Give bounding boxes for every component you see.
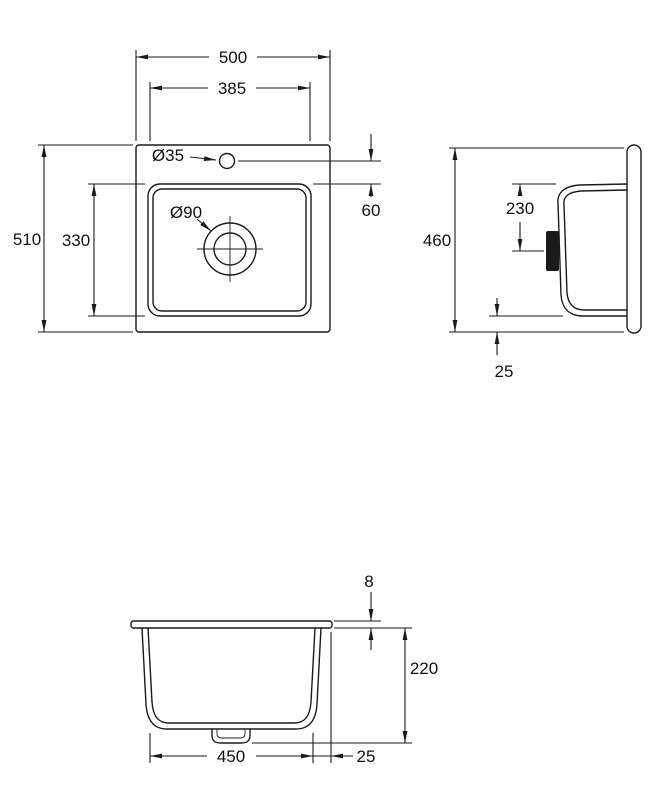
dim-label-tap-hole-diameter: Ø35 <box>152 146 184 165</box>
dim-label-bowl-height: 220 <box>410 659 438 678</box>
dim-overall-width: 500 <box>135 48 331 141</box>
bowl-inner-edge <box>152 188 307 312</box>
dim-overall-depth: 510 <box>13 144 133 333</box>
dim-tap-to-bowl: 60 <box>238 134 381 220</box>
dim-inner-width: 385 <box>149 79 311 141</box>
side-bowl-inner <box>563 189 628 311</box>
front-drain-outer <box>211 728 251 744</box>
dim-label-mounting-depth: 460 <box>423 231 451 250</box>
dim-side-margin: 25 <box>313 632 375 766</box>
dim-label-overall-width: 500 <box>219 48 247 67</box>
front-bowl-outer <box>141 627 322 730</box>
leader-line <box>196 218 212 232</box>
dim-label-base-width: 450 <box>217 747 245 766</box>
callout-tap-hole: Ø35 <box>152 146 217 165</box>
dim-label-side-margin: 25 <box>357 747 376 766</box>
dim-label-inner-width: 385 <box>218 79 246 98</box>
dim-label-drain-diameter: Ø90 <box>170 203 202 222</box>
side-drain-boss <box>546 231 559 271</box>
leader-line <box>189 156 217 162</box>
dim-label-bowl-depth: 330 <box>62 231 90 250</box>
front-view: 8 220 450 25 <box>130 572 438 766</box>
dim-rear-margin: 25 <box>489 298 563 381</box>
front-bowl-inner <box>147 627 316 724</box>
side-flange <box>626 144 642 334</box>
dim-base-width: 450 <box>149 733 314 766</box>
plan-view: 500 385 510 330 <box>13 48 381 333</box>
dim-drain-center-offset: 230 <box>506 183 556 252</box>
dim-label-rim-thickness: 8 <box>364 572 373 591</box>
front-drain-inner <box>216 729 246 739</box>
bowl-outer-edge <box>147 183 312 317</box>
dim-label-tap-to-bowl: 60 <box>362 201 381 220</box>
callout-drain: Ø90 <box>170 203 212 232</box>
tap-hole <box>218 152 236 170</box>
dim-rim-thickness: 8 <box>334 572 412 650</box>
dim-label-overall-depth: 510 <box>13 230 41 249</box>
side-bowl-outer <box>557 183 628 317</box>
front-rim <box>130 620 333 629</box>
dim-bowl-height: 220 <box>252 628 438 744</box>
dim-label-rear-margin: 25 <box>495 362 514 381</box>
dim-mounting-depth: 460 <box>423 147 624 333</box>
dim-bowl-depth: 330 <box>62 183 145 317</box>
side-view: 460 230 25 <box>423 144 642 381</box>
sink-outer-edge <box>135 144 331 333</box>
dim-label-drain-center-offset: 230 <box>506 199 534 218</box>
